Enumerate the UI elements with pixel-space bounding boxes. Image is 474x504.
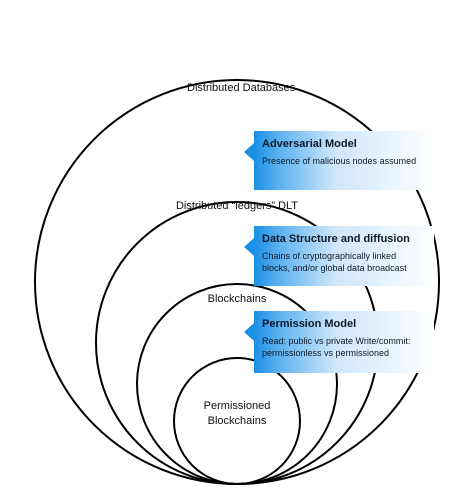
callout-body: Presence of malicious nodes assumed (262, 156, 417, 166)
callout-pointer-icon (244, 143, 254, 161)
callout-background (254, 226, 434, 286)
ring-permissioned-blockchains (173, 357, 301, 485)
callout-data-structure: Data Structure and diffusion Chains of c… (244, 226, 434, 286)
callout-body: Read: public vs private Write/commit: pe… (262, 336, 411, 358)
ring-label-blockchains: Blockchains (207, 293, 267, 305)
callout-adversarial-model: Adversarial Model Presence of malicious … (244, 131, 434, 190)
callout-title: Adversarial Model (262, 138, 357, 150)
callout-pointer-icon (244, 323, 254, 341)
callout-title: Permission Model (262, 318, 357, 330)
callout-permission-model: Permission Model Read: public vs private… (244, 311, 434, 373)
ring-label-permissioned-blockchains: Permissioned Blockchains (203, 400, 271, 427)
ring-label-distributed-ledgers: Distributed “ledgers” DLT (175, 200, 299, 212)
callout-background (254, 311, 434, 373)
callout-body: Chains of cryptographically linked block… (262, 251, 407, 273)
callout-background (254, 131, 434, 190)
ring-label-distributed-databases: Distributed Databases (187, 82, 296, 94)
callout-pointer-icon (244, 238, 254, 256)
callout-title: Data Structure and diffusion (262, 233, 410, 245)
